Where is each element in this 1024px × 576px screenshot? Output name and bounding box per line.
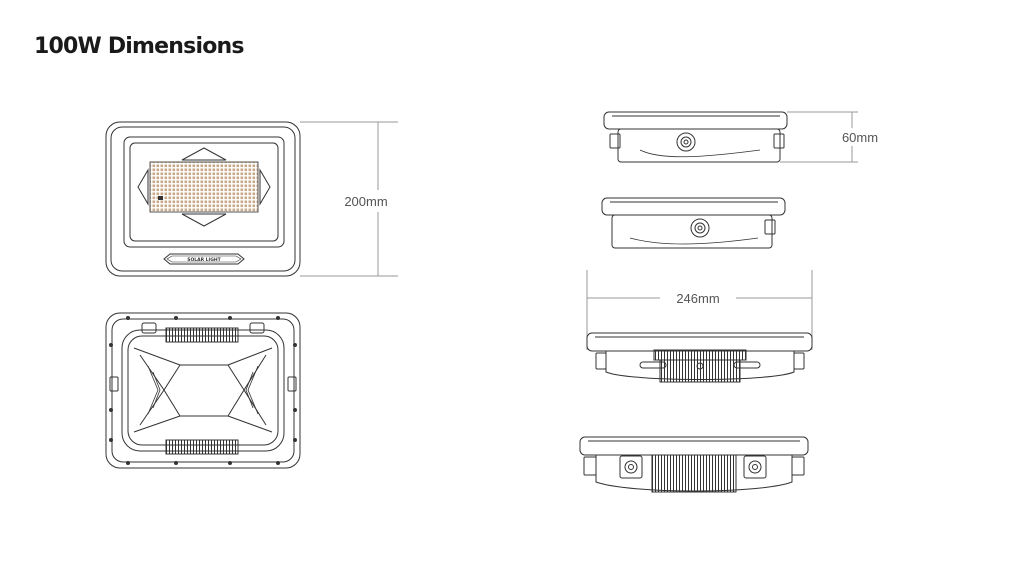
solar-light-label: SOLAR LIGHT: [163, 253, 245, 265]
solar-light-text: SOLAR LIGHT: [187, 257, 221, 263]
width-dimension: [586, 270, 813, 350]
side-view-second: [601, 197, 786, 249]
side-view-third: [586, 332, 813, 383]
depth-dimension-label: 60mm: [842, 130, 878, 145]
page-title: 100W Dimensions: [34, 34, 244, 59]
mounting-holes: [109, 316, 297, 465]
back-view: [105, 312, 301, 469]
side-view-top: [603, 111, 788, 163]
side-view-bottom: [579, 436, 809, 493]
depth-dimension: [780, 111, 858, 163]
height-dimension-label: 200mm: [344, 194, 387, 209]
width-dimension-label: 246mm: [676, 291, 719, 306]
front-view: SOLAR LIGHT: [105, 121, 301, 277]
led-array: [149, 161, 259, 213]
height-dimension: [300, 121, 398, 277]
